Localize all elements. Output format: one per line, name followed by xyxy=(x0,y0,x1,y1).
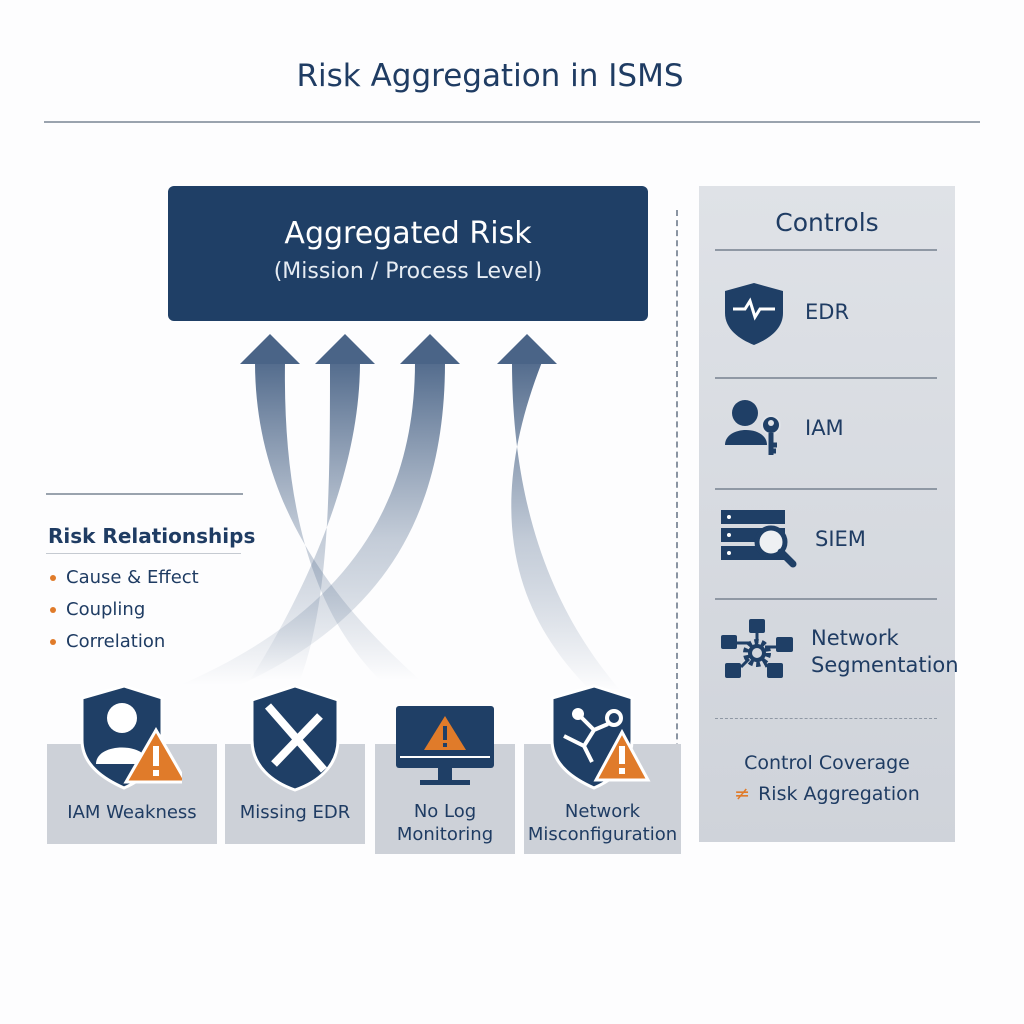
control-label: IAM xyxy=(805,415,844,440)
risk-card-iam-weakness: IAM Weakness xyxy=(47,684,217,844)
control-coverage-note: Control Coverage ≠Risk Aggregation xyxy=(734,752,920,805)
vertical-dashed-divider xyxy=(676,210,678,830)
user-key-icon xyxy=(725,400,781,455)
network-shield-warning-icon xyxy=(550,684,651,790)
relationships-divider xyxy=(46,493,243,495)
network-gear-icon xyxy=(721,619,793,678)
control-item-siem: SIEM xyxy=(721,499,866,579)
controls-panel: Controls EDR IAM SIEM xyxy=(699,186,959,842)
risk-label: Missing EDR xyxy=(239,802,351,823)
control-item-edr: EDR xyxy=(721,272,849,352)
shield-pulse-icon xyxy=(725,283,783,345)
arrow-4 xyxy=(511,362,620,690)
title-divider xyxy=(44,121,980,123)
bullet-icon xyxy=(50,607,56,613)
not-equal-icon: ≠ xyxy=(734,783,751,805)
arrow-head-4 xyxy=(497,334,557,364)
page-title: Risk Aggregation in ISMS xyxy=(296,58,684,94)
relationship-item: Correlation xyxy=(50,631,165,652)
shield-x-icon xyxy=(250,684,340,792)
bullet-icon xyxy=(50,575,56,581)
relationship-item: Coupling xyxy=(50,599,145,620)
arrow-head-1 xyxy=(240,334,300,364)
risk-card-missing-edr: Missing EDR xyxy=(225,684,365,844)
divider xyxy=(715,249,937,251)
control-label: EDR xyxy=(805,299,850,324)
relationships-title: Risk Relationships xyxy=(48,524,256,548)
bullet-icon xyxy=(50,639,56,645)
arrow-head-3 xyxy=(400,334,460,364)
relationship-item: Cause & Effect xyxy=(50,567,199,588)
divider xyxy=(715,377,937,379)
divider xyxy=(715,488,937,490)
control-item-iam: IAM xyxy=(721,388,844,468)
divider xyxy=(715,598,937,600)
monitor-warning-icon xyxy=(396,706,494,785)
dashed-divider xyxy=(715,718,937,719)
control-label: SIEM xyxy=(815,526,866,551)
aggregated-risk-title: Aggregated Risk xyxy=(284,216,532,251)
arrow-2 xyxy=(250,362,360,680)
arrow-3 xyxy=(180,362,445,685)
risk-label: IAM Weakness xyxy=(67,802,197,823)
user-shield-warning-icon xyxy=(80,684,182,790)
aggregated-risk-box: Aggregated Risk (Mission / Process Level… xyxy=(168,186,648,321)
controls-title: Controls xyxy=(775,208,879,237)
relationships-underline xyxy=(46,553,241,554)
arrow-head-2 xyxy=(315,334,375,364)
server-search-icon xyxy=(721,510,797,568)
aggregated-risk-subtitle: (Mission / Process Level) xyxy=(273,259,543,284)
